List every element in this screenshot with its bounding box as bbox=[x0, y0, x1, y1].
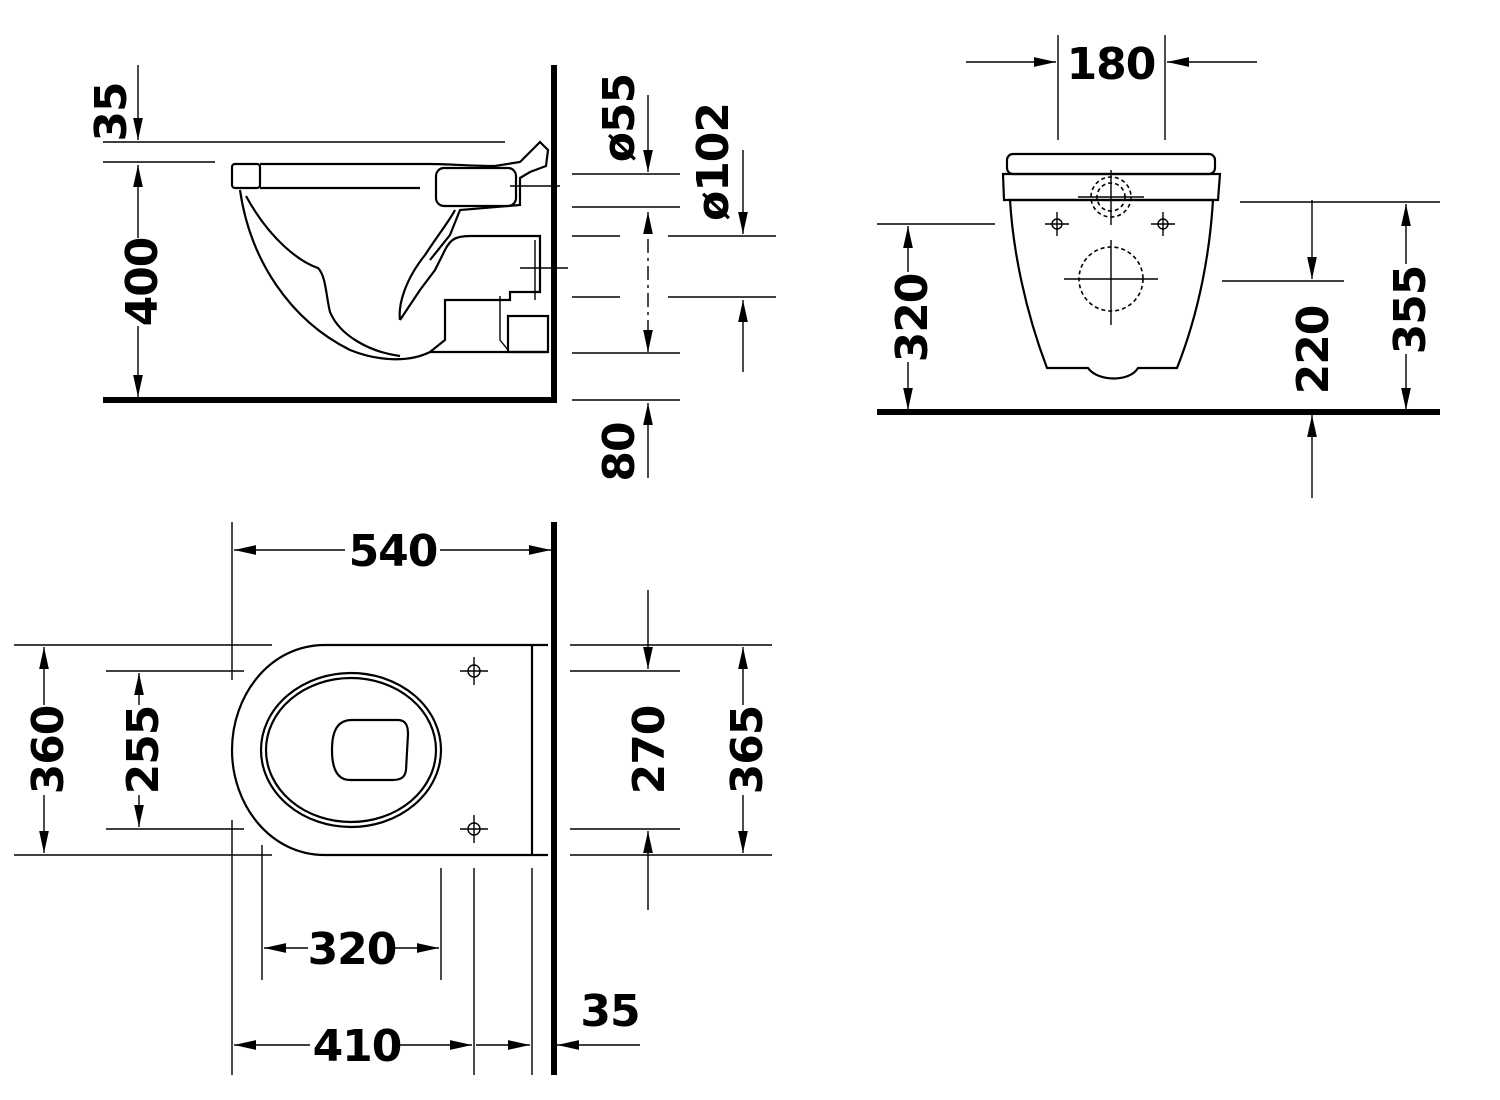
side-view: 35 400 ø55 ø102 80 bbox=[86, 65, 776, 482]
dim-80-floor: 80 bbox=[594, 422, 645, 481]
seat-ring-inner bbox=[264, 676, 438, 824]
dim-320-top: 320 bbox=[308, 924, 397, 975]
dim-270: 270 bbox=[624, 706, 675, 795]
dim-255: 255 bbox=[118, 706, 169, 795]
bowl-opening bbox=[330, 718, 410, 782]
dim-320-front: 320 bbox=[887, 274, 938, 363]
dim-35-top: 35 bbox=[86, 82, 137, 141]
dim-180: 180 bbox=[1067, 39, 1156, 90]
label-backdrop bbox=[24, 705, 64, 795]
dim-diameter-55: ø55 bbox=[594, 74, 645, 162]
front-view: 180 320 220 bbox=[877, 35, 1440, 498]
dim-35-wall: 35 bbox=[580, 986, 639, 1037]
dim-400-height: 400 bbox=[117, 238, 168, 327]
bowl-profile bbox=[230, 140, 568, 361]
label-backdrop bbox=[1386, 264, 1426, 354]
seat-ring bbox=[259, 671, 443, 829]
label-backdrop bbox=[888, 272, 928, 362]
dim-220: 220 bbox=[1288, 306, 1339, 395]
label-backdrop bbox=[118, 238, 158, 326]
bowl-outline bbox=[230, 643, 548, 857]
bowl-front bbox=[1001, 152, 1222, 380]
dim-540: 540 bbox=[349, 526, 438, 577]
dim-410: 410 bbox=[313, 1021, 402, 1072]
dim-360: 360 bbox=[23, 706, 74, 795]
dim-diameter-102: ø102 bbox=[688, 103, 739, 221]
dim-355: 355 bbox=[1385, 266, 1436, 355]
dim-365: 365 bbox=[722, 706, 773, 795]
label-backdrop bbox=[119, 705, 159, 795]
label-backdrop bbox=[723, 705, 763, 795]
top-view: 540 360 255 270 365 320 bbox=[14, 522, 773, 1075]
